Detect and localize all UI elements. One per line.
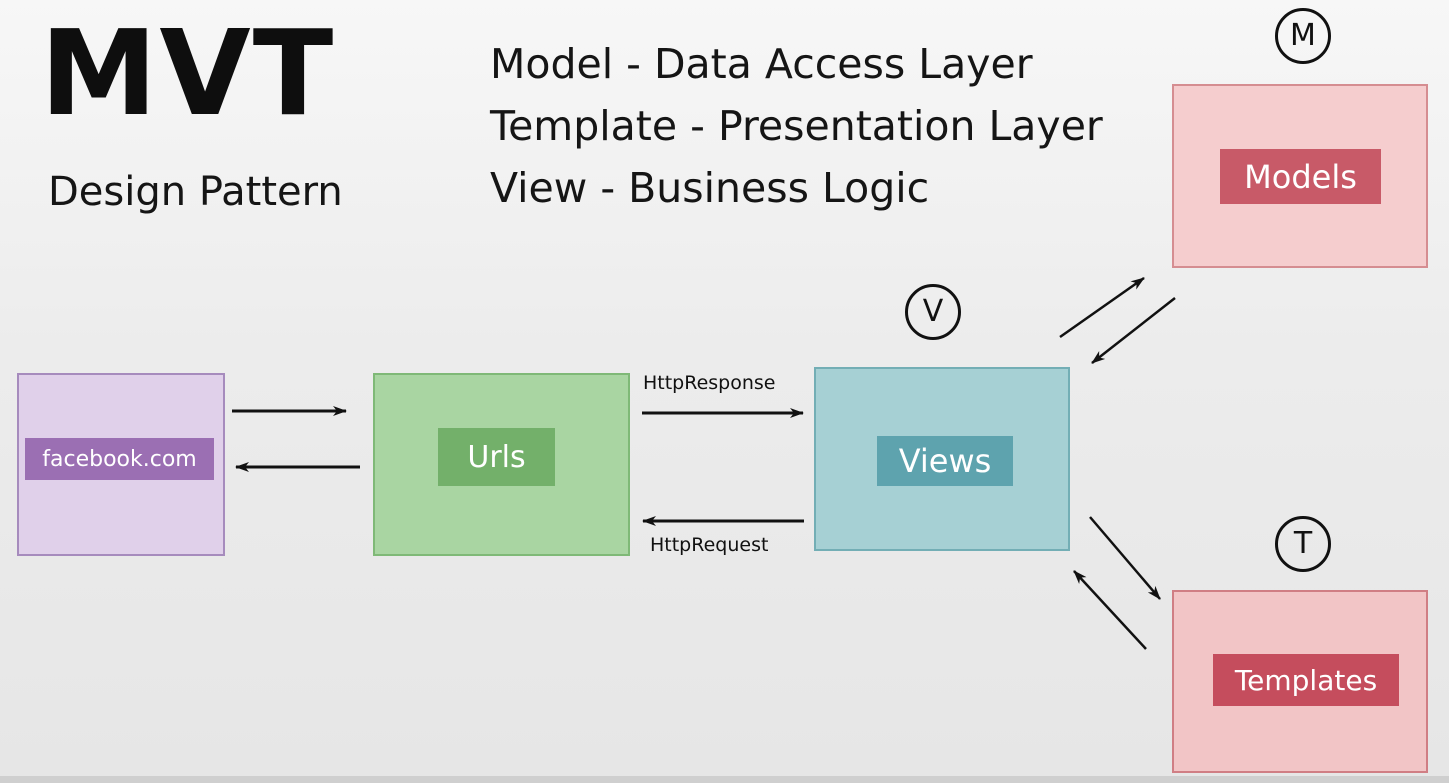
- legend-template: Template - Presentation Layer: [490, 102, 1103, 150]
- diagram-subtitle: Design Pattern: [48, 169, 343, 215]
- views-label: Views: [877, 436, 1013, 486]
- http-response-label: HttpResponse: [643, 372, 776, 394]
- templates-label: Templates: [1213, 654, 1399, 706]
- views-to-templates-arrow: [1089, 516, 1161, 600]
- http-request-label: HttpRequest: [650, 534, 769, 556]
- model-marker: M: [1275, 8, 1331, 64]
- models-to-views-arrow: [1091, 297, 1176, 364]
- models-label: Models: [1220, 149, 1381, 204]
- video-progress-bar: [0, 776, 1449, 783]
- legend-model: Model - Data Access Layer: [490, 40, 1033, 88]
- template-marker: T: [1275, 516, 1331, 572]
- templates-to-views-arrow: [1073, 570, 1147, 650]
- client-label: facebook.com: [25, 438, 214, 480]
- urls-label: Urls: [438, 428, 555, 486]
- view-marker: V: [905, 284, 961, 340]
- views-to-models-arrow: [1059, 276, 1145, 339]
- diagram-title: MVT: [40, 4, 336, 142]
- legend-view: View - Business Logic: [490, 164, 930, 212]
